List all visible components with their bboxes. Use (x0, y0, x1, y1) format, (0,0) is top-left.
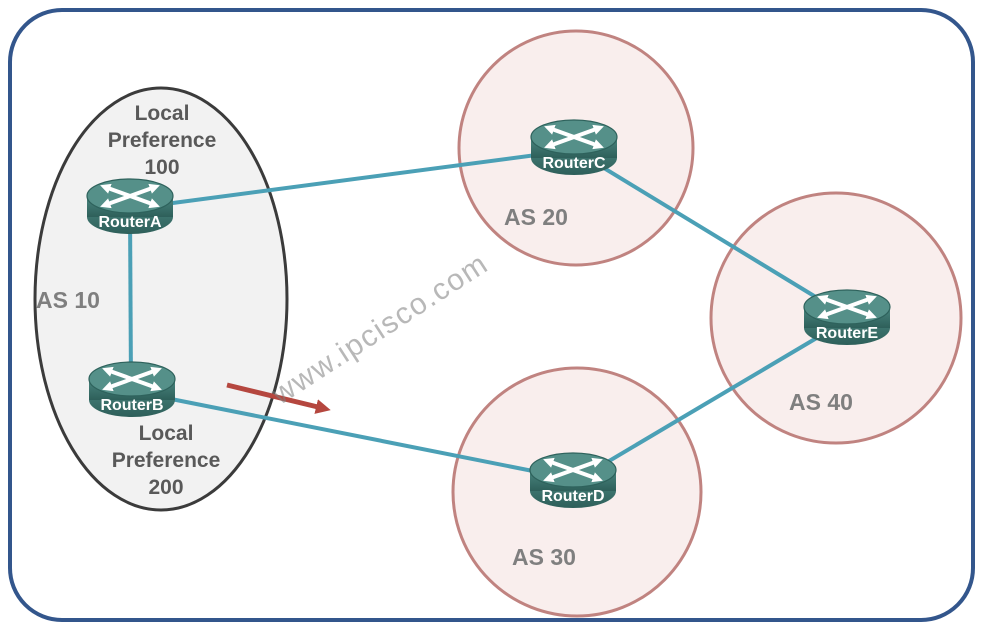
router-e-label: RouterE (816, 325, 879, 342)
router-e-icon: RouterE (803, 289, 891, 345)
router-a-icon: RouterA (86, 178, 174, 234)
local-preference-100-note: Local Preference 100 (102, 100, 222, 181)
as10-label: AS 10 (36, 287, 100, 313)
link-routera-routerb (128, 207, 133, 389)
link-routera-routerc (134, 148, 575, 210)
as40-label: AS 40 (789, 389, 853, 415)
note-line: 200 (148, 476, 184, 499)
router-arrow-cross (544, 124, 604, 150)
note-line: Local (138, 422, 194, 445)
router-d-label: RouterD (541, 488, 604, 505)
router-c-label: RouterC (542, 155, 606, 172)
router-d-icon: RouterD (529, 452, 617, 508)
as30-label: AS 30 (512, 544, 576, 570)
link-routerd-routere (575, 318, 849, 482)
router-arrow-cross (100, 183, 160, 209)
link-routerb-routerd (135, 390, 574, 481)
router-arrow-cross (102, 366, 162, 392)
router-arrow-cross (817, 294, 877, 320)
note-line: Preference (107, 129, 217, 152)
local-preference-200-note: Local Preference 200 (106, 420, 226, 501)
router-c-icon: RouterC (530, 119, 618, 175)
router-arrow-cross (543, 457, 603, 483)
link-routerc-routere (574, 149, 849, 318)
router-b-label: RouterB (100, 397, 163, 414)
note-line: 100 (144, 156, 180, 179)
as20-label: AS 20 (504, 204, 568, 230)
note-line: Preference (111, 449, 221, 472)
router-a-label: RouterA (98, 214, 162, 231)
note-line: Local (134, 102, 190, 125)
router-b-icon: RouterB (88, 361, 176, 417)
preferred-path-arrow (226, 382, 331, 414)
